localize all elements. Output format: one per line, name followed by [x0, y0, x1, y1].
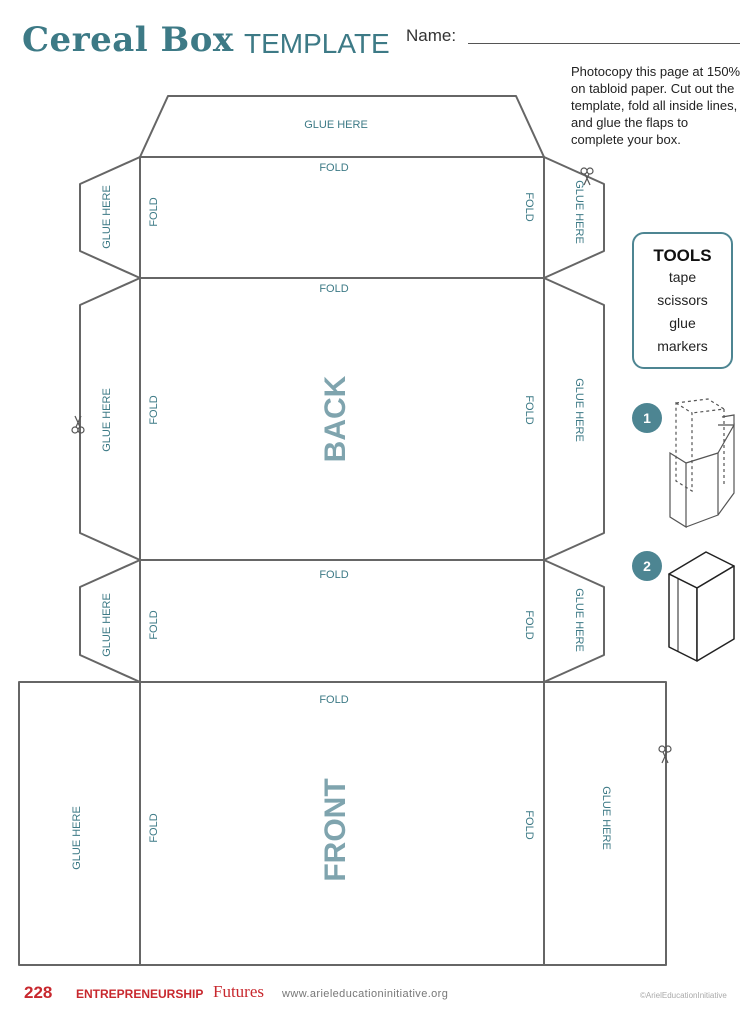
scissors-icon: [580, 167, 594, 186]
footer-section: ENTREPRENEURSHIP: [76, 987, 204, 1001]
glue-here-label: GLUE HERE: [573, 180, 585, 244]
left-flap-1: [79, 156, 141, 279]
tools-box: TOOLS tape scissors glue markers: [632, 232, 733, 369]
glue-here-label: GLUE HERE: [101, 593, 113, 657]
front-right-panel: [543, 681, 667, 966]
scissors-icon: [71, 415, 85, 434]
glue-here-label: GLUE HERE: [101, 388, 113, 452]
footer-brand: Futures: [213, 982, 264, 1001]
front-panel-label: FRONT: [319, 778, 352, 881]
fold-label: FOLD: [523, 610, 535, 639]
scissors-icon: [658, 745, 672, 764]
fold-label: FOLD: [319, 694, 348, 706]
top-glue-flap: [139, 95, 545, 158]
tools-item-scissors: scissors: [657, 292, 708, 308]
page-subtitle: TEMPLATE: [244, 28, 390, 59]
fold-label: FOLD: [523, 192, 535, 221]
fold-label: FOLD: [319, 283, 348, 295]
fold-label: FOLD: [523, 395, 535, 424]
fold-label: FOLD: [148, 395, 160, 424]
front-left-panel: [18, 681, 141, 966]
fold-label: FOLD: [319, 569, 348, 581]
step-1-badge: 1: [632, 403, 662, 433]
glue-here-label: GLUE HERE: [573, 378, 585, 442]
page-number: 228: [24, 983, 53, 1002]
step-1-illustration: [669, 398, 735, 529]
fold-label: FOLD: [523, 810, 535, 839]
name-label: Name:: [406, 26, 457, 45]
fold-label: FOLD: [148, 813, 160, 842]
name-field[interactable]: [468, 43, 740, 44]
glue-here-label: GLUE HERE: [304, 119, 368, 131]
fold-label: FOLD: [148, 197, 160, 226]
right-flap-2: [543, 277, 605, 561]
glue-here-label: GLUE HERE: [101, 185, 113, 249]
left-flap-3: [79, 559, 141, 683]
glue-here-label: GLUE HERE: [600, 786, 612, 850]
fold-label: FOLD: [319, 162, 348, 174]
step-2-badge: 2: [632, 551, 662, 581]
tools-item-markers: markers: [657, 338, 708, 354]
footer-copyright: ©ArielEducationInitiative: [640, 991, 727, 1000]
tools-item-glue: glue: [669, 315, 696, 331]
page-title: Cereal Box: [22, 20, 234, 60]
step-2-illustration: [668, 551, 735, 662]
footer-url[interactable]: www.arieleducationinitiative.org: [282, 988, 449, 1000]
instructions-text: Photocopy this page at 150% on tabloid p…: [571, 64, 741, 147]
tools-title: TOOLS: [653, 246, 712, 265]
tools-item-tape: tape: [668, 269, 697, 285]
right-flap-1: [543, 156, 605, 279]
right-flap-3: [543, 559, 605, 683]
glue-here-label: GLUE HERE: [573, 588, 585, 652]
fold-label: FOLD: [148, 610, 160, 639]
back-panel-label: BACK: [319, 375, 352, 462]
glue-here-label: GLUE HERE: [71, 806, 83, 870]
